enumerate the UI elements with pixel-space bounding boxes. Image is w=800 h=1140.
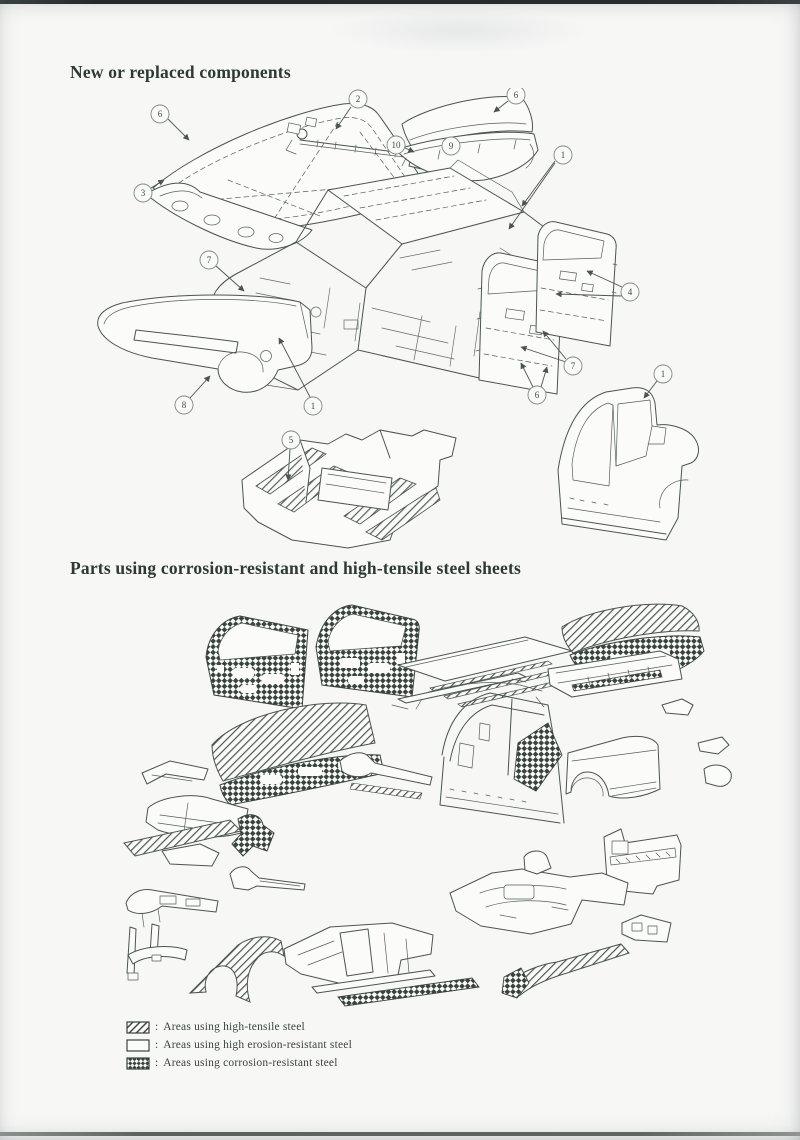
svg-text:5: 5	[289, 435, 294, 445]
bottom-diagram-steel-sheet-parts	[123, 603, 732, 1007]
top-diagram-new-or-replaced-components: 6 2 10 9 6	[97, 88, 699, 549]
svg-text:2: 2	[356, 94, 361, 104]
section-title-steel-sheets: Parts using corrosion-resistant and high…	[70, 558, 521, 578]
front-fender	[188, 936, 285, 1003]
legend-label: Areas using corrosion-resistant steel	[163, 1057, 338, 1069]
callouts: 6 2 10 9 6	[133, 88, 673, 481]
svg-text:7: 7	[207, 255, 212, 265]
svg-text:6: 6	[514, 90, 519, 100]
scan-edge-top	[0, 0, 800, 4]
legend-separator: :	[155, 1039, 159, 1051]
roof-panel	[391, 636, 575, 710]
section-title-new-components: New or replaced components	[70, 62, 291, 82]
pattern-legend: : Areas using high-tensile steel : Areas…	[126, 1018, 352, 1072]
trunk-lid-outer	[561, 603, 700, 654]
svg-text:3: 3	[141, 188, 146, 198]
legend-separator: :	[155, 1057, 159, 1069]
callout-body-front: 1	[278, 337, 323, 416]
front-door-panel	[205, 615, 309, 710]
plain-swatch-icon	[126, 1038, 150, 1052]
rear-shelf-panel	[547, 650, 683, 698]
sill-strips	[311, 969, 480, 1007]
floor-panel	[241, 429, 457, 549]
callout-trunk-inner: 9	[441, 136, 461, 156]
rocker-rail	[501, 943, 630, 999]
legend-item-high-tensile: : Areas using high-tensile steel	[126, 1018, 352, 1036]
rear-side-member	[621, 914, 672, 943]
callout-door-hinges: 6	[520, 362, 549, 405]
callout-hood-inner: 3	[133, 179, 165, 203]
front-lower-frame	[126, 923, 188, 981]
svg-text:6: 6	[535, 390, 540, 400]
legend-label: Areas using high-tensile steel	[163, 1021, 305, 1033]
svg-text:4: 4	[628, 287, 633, 297]
body-side-aperture-frame	[415, 682, 565, 824]
legend-label: Areas using high erosion-resistant steel	[163, 1039, 352, 1051]
callout-side-frame: 1	[643, 364, 673, 399]
hood-outer-sheet	[211, 702, 376, 782]
svg-text:8: 8	[182, 400, 187, 410]
scan-smudge	[330, 8, 590, 54]
front-bumper	[97, 294, 313, 393]
rear-door-panel	[315, 604, 420, 698]
svg-text:9: 9	[449, 141, 454, 151]
scan-edge-bottom	[0, 1132, 800, 1136]
svg-text:7: 7	[571, 361, 576, 371]
svg-text:1: 1	[661, 369, 666, 379]
trunk-lid	[395, 95, 539, 182]
cowl-top-bracket	[339, 752, 433, 800]
callout-trunk-outer: 6	[493, 88, 526, 113]
callout-hood-outer: 6	[150, 104, 190, 141]
callout-door-beams: 7	[520, 330, 583, 376]
body-side-frame	[557, 387, 699, 541]
callout-engine-bay: 7	[199, 250, 245, 292]
svg-text:6: 6	[158, 109, 163, 119]
callout-body-rear: 1	[508, 145, 573, 230]
hood-inner-panel	[145, 182, 313, 250]
callout-bracket: 10	[386, 135, 415, 155]
callout-doors: 4	[555, 270, 640, 302]
small-brackets-right	[661, 698, 732, 787]
legend-separator: :	[155, 1021, 159, 1033]
svg-text:1: 1	[311, 401, 316, 411]
rear-floor-pan	[449, 850, 629, 935]
callout-bumper: 8	[174, 375, 211, 415]
callout-wiper: 2	[335, 89, 368, 130]
center-floor-pan	[283, 922, 434, 987]
diagonal-hatch-swatch-icon	[126, 1020, 150, 1034]
dash-cross-member	[231, 814, 275, 857]
svg-text:10: 10	[392, 140, 402, 150]
rear-end-panel	[603, 828, 682, 895]
svg-text:1: 1	[561, 150, 566, 160]
rear-door	[535, 221, 618, 347]
radiator-support	[125, 889, 219, 928]
callout-floor: 5	[281, 430, 301, 481]
legend-item-corrosion-resistant: : Areas using corrosion-resistant steel	[126, 1054, 352, 1072]
hinge-bracket-rail	[229, 866, 306, 891]
cross-hatch-swatch-icon	[126, 1056, 150, 1070]
rear-quarter-panel	[565, 735, 661, 799]
legend-item-erosion-resistant: : Areas using high erosion-resistant ste…	[126, 1036, 352, 1054]
